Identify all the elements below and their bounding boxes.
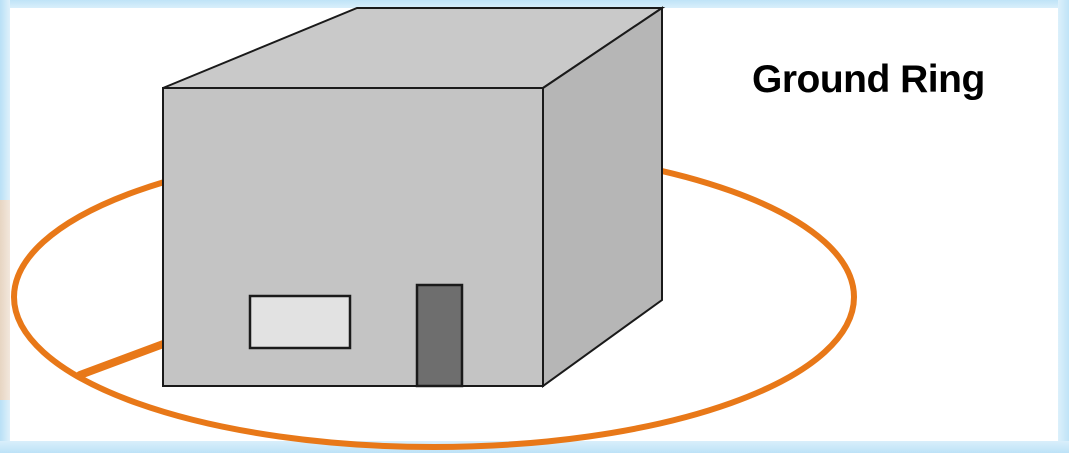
building-window [248, 294, 352, 350]
frame-right-border [1058, 0, 1069, 453]
frame-top-border [0, 0, 1069, 8]
building-door [415, 283, 464, 388]
ground-ring-lead [76, 339, 170, 379]
building-front-wall [162, 87, 544, 387]
ground-ring-label: Ground Ring [752, 58, 985, 101]
frame-left-accent [0, 200, 10, 400]
frame-bottom-border [0, 441, 1069, 453]
building [162, 6, 666, 388]
